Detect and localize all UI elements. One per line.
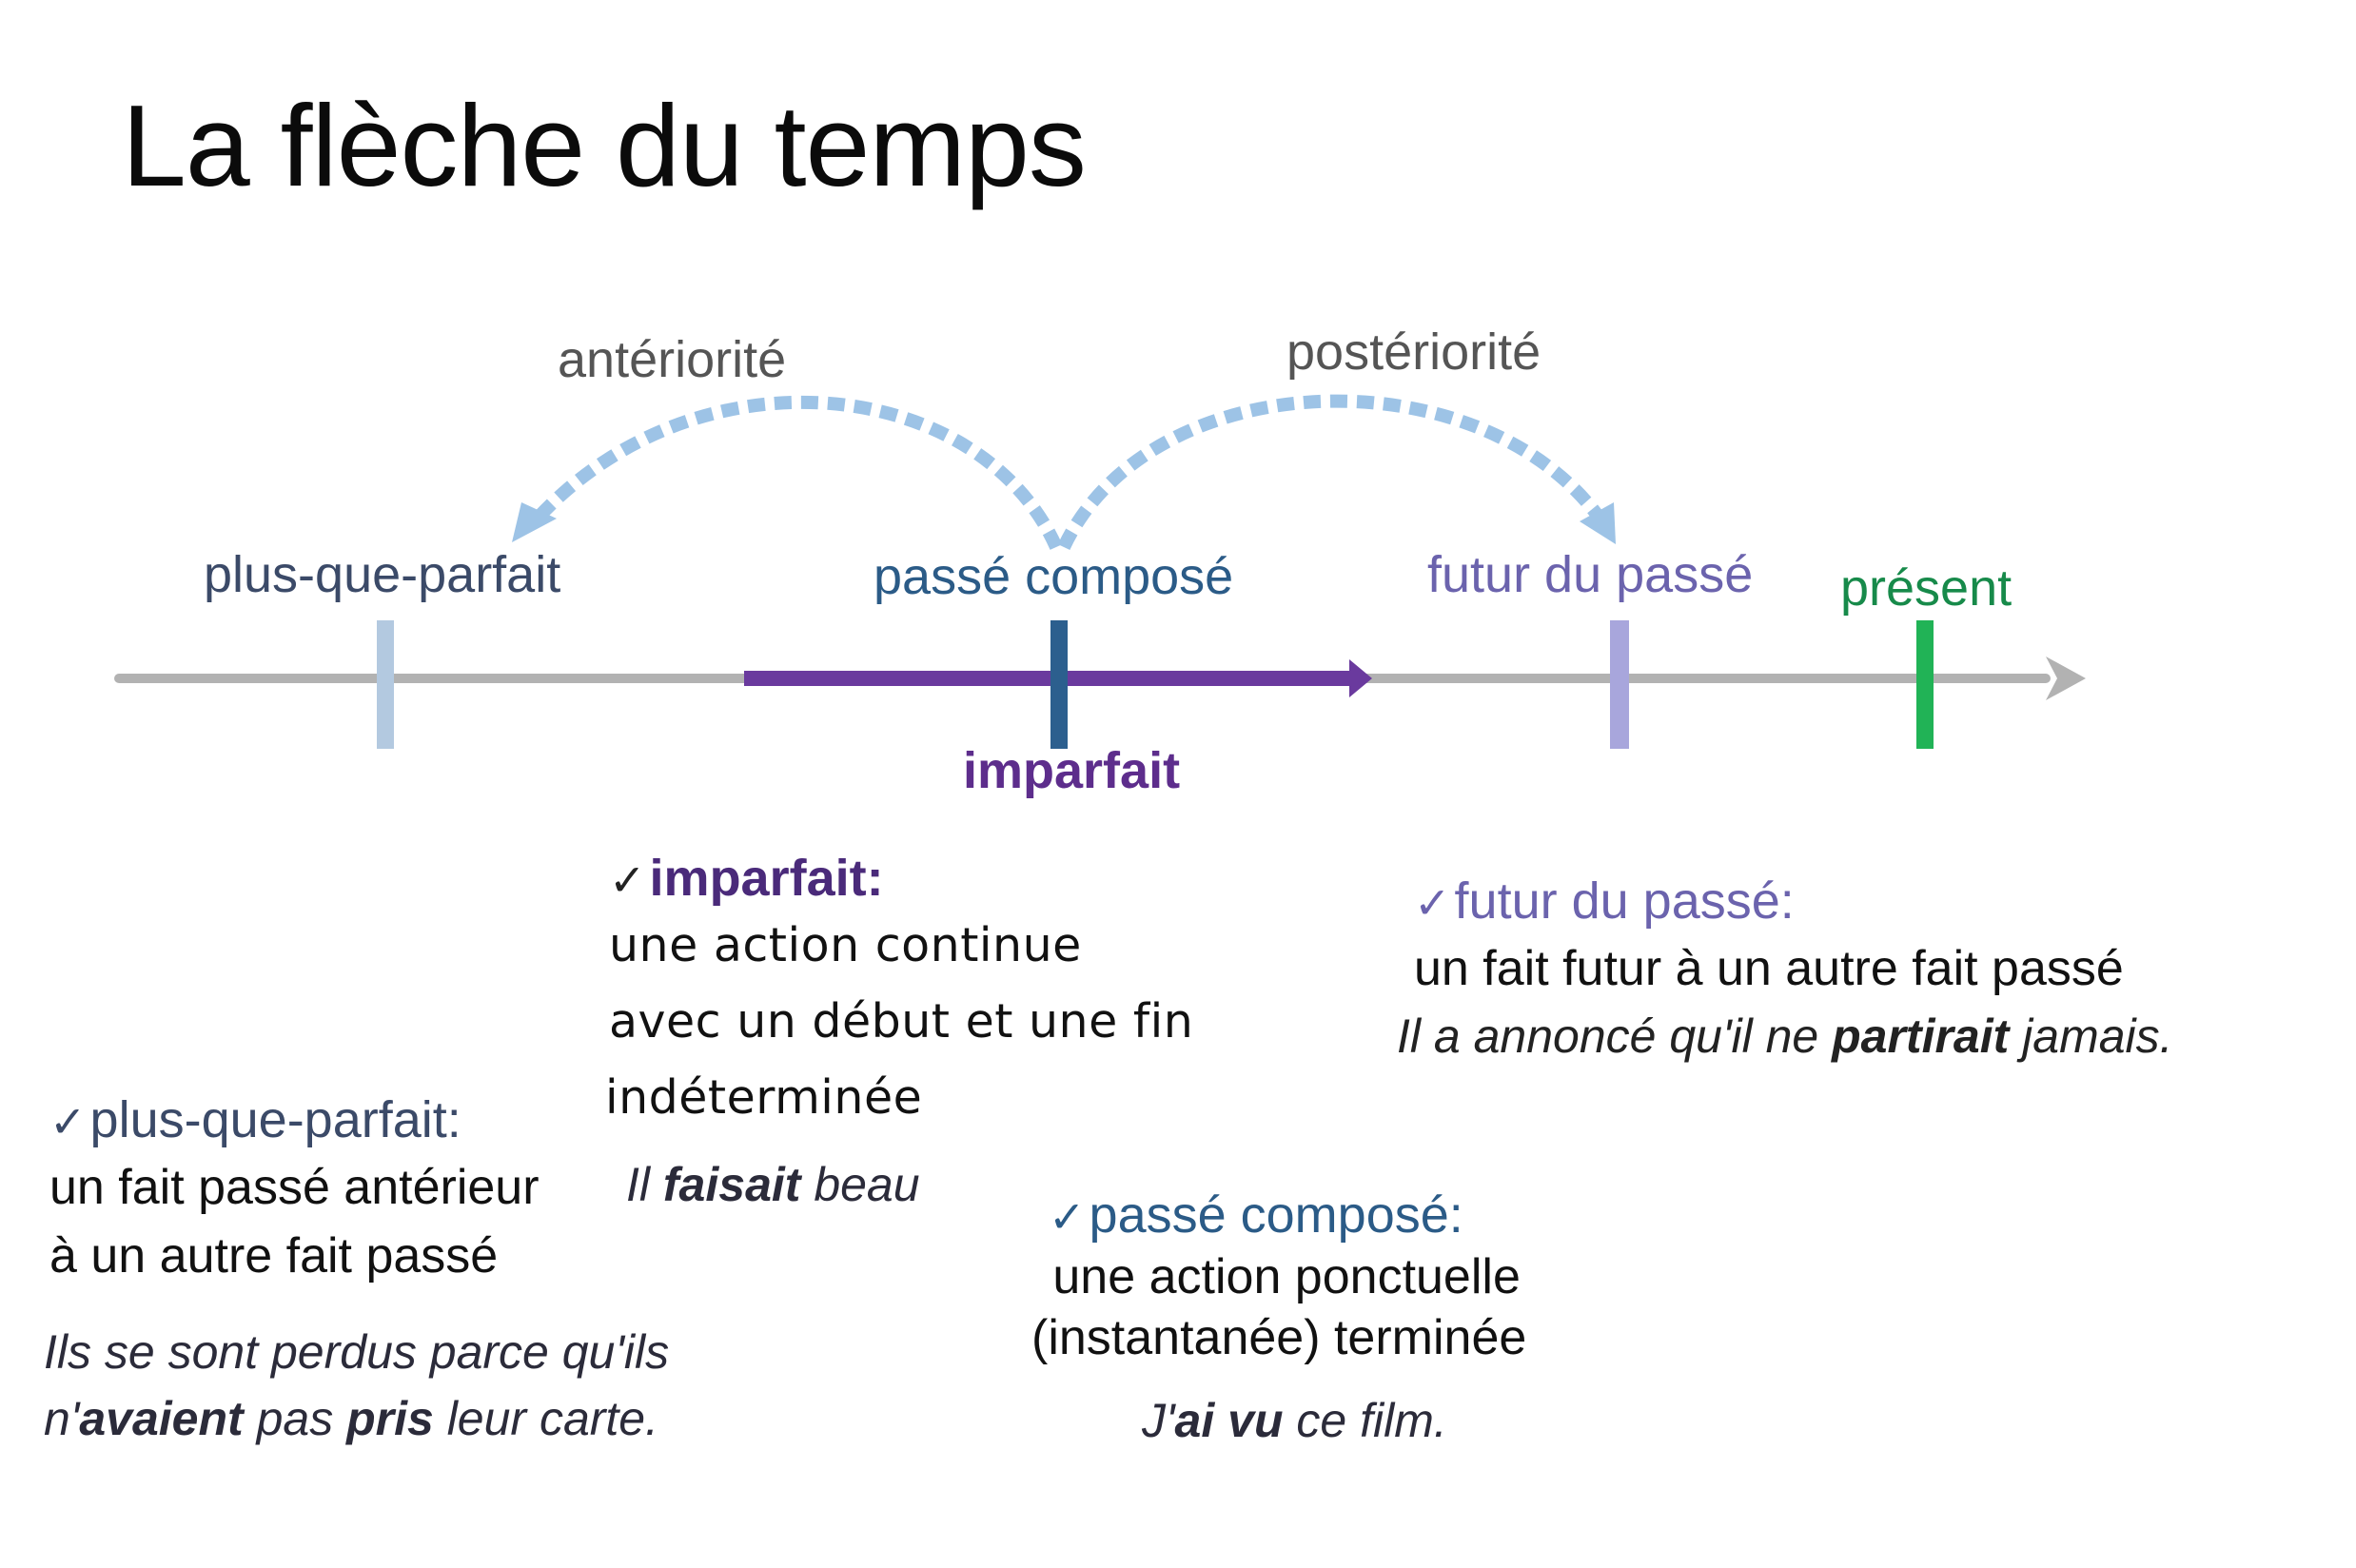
posteriorite-label: postériorité xyxy=(1286,323,1541,381)
label-plus-que-parfait: plus-que-parfait xyxy=(204,546,561,603)
anteriorite-label: antériorité xyxy=(558,331,787,388)
plus-que-parfait-example: Ils se sont perdus parce qu'ils n'avaien… xyxy=(44,1325,670,1445)
futur-du-passe-example: Il a annoncé qu'il ne partirait jamais. xyxy=(1397,1009,2173,1063)
tick-present xyxy=(1916,620,1934,749)
label-present: présent xyxy=(1840,559,2012,617)
page-title: La flèche du temps xyxy=(122,81,1087,210)
imparfait-line1: une action continue xyxy=(609,918,1082,972)
imparfait-heading: imparfait: xyxy=(649,850,884,907)
imparfait-example: Il faisait beau xyxy=(626,1158,920,1211)
tick-plus-que-parfait xyxy=(377,620,394,749)
tick-passe-compose xyxy=(1050,620,1068,749)
plus-que-parfait-line1: un fait passé antérieur xyxy=(49,1160,540,1215)
tick-futur-du-passe xyxy=(1610,620,1629,749)
futur-du-passe-heading: futur du passé: xyxy=(1454,872,1795,930)
imparfait-arrowhead xyxy=(1349,659,1372,697)
imparfait-line2: avec un début et une fin xyxy=(609,994,1194,1049)
label-futur-du-passe: futur du passé xyxy=(1427,546,1754,603)
plus-que-parfait-line2: à un autre fait passé xyxy=(49,1228,499,1284)
plus-que-parfait-definition: ✓plus-que-parfait: un fait passé antérie… xyxy=(49,1088,540,1290)
posteriorite-arrowhead xyxy=(1580,502,1616,544)
futur-du-passe-line1: un fait futur à un autre fait passé xyxy=(1414,941,2124,996)
imparfait-line3: indéterminée xyxy=(605,1070,923,1125)
passe-compose-definition: ✓passé composé: xyxy=(1049,1184,1463,1248)
passe-compose-description: une action ponctuelle (instantanée) term… xyxy=(1031,1246,1526,1368)
passe-compose-line2: (instantanée) terminée xyxy=(1031,1310,1527,1365)
posteriorite-arc xyxy=(1057,394,1609,550)
imparfait-definition: ✓imparfait: une action continue avec un … xyxy=(605,847,1194,1136)
label-imparfait: imparfait xyxy=(963,742,1181,799)
check-icon: ✓ xyxy=(49,1096,87,1147)
check-icon: ✓ xyxy=(609,854,646,906)
check-icon: ✓ xyxy=(1414,877,1451,929)
anteriorite-arrowhead xyxy=(512,502,557,542)
label-passe-compose: passé composé xyxy=(874,548,1234,605)
time-axis-arrowhead xyxy=(2046,657,2086,700)
plus-que-parfait-heading: plus-que-parfait: xyxy=(89,1091,461,1148)
passe-compose-example: J'ai vu ce film. xyxy=(1142,1394,1447,1447)
passe-compose-heading: passé composé: xyxy=(1089,1186,1463,1244)
check-icon: ✓ xyxy=(1049,1191,1086,1243)
futur-du-passe-definition: ✓futur du passé: un fait futur à un autr… xyxy=(1414,870,2124,1003)
anteriorite-arc xyxy=(527,395,1063,550)
passe-compose-line1: une action ponctuelle xyxy=(1052,1249,1521,1304)
